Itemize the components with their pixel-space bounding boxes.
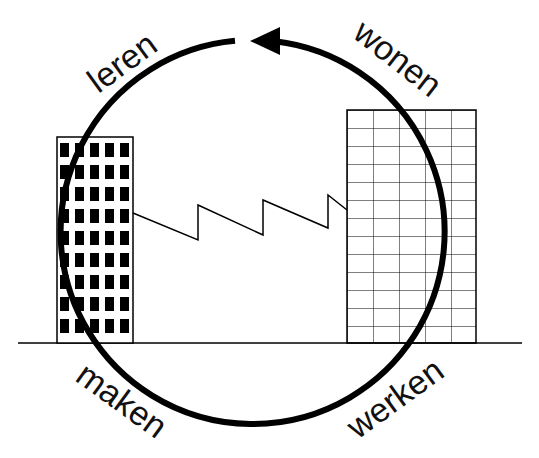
factory-roof xyxy=(133,195,347,240)
cycle-circle xyxy=(61,41,445,424)
right-building xyxy=(347,110,476,343)
cycle-word: wonen xyxy=(348,14,448,102)
cycle-arrowhead xyxy=(250,27,280,55)
cycle-word: werken xyxy=(341,352,450,444)
